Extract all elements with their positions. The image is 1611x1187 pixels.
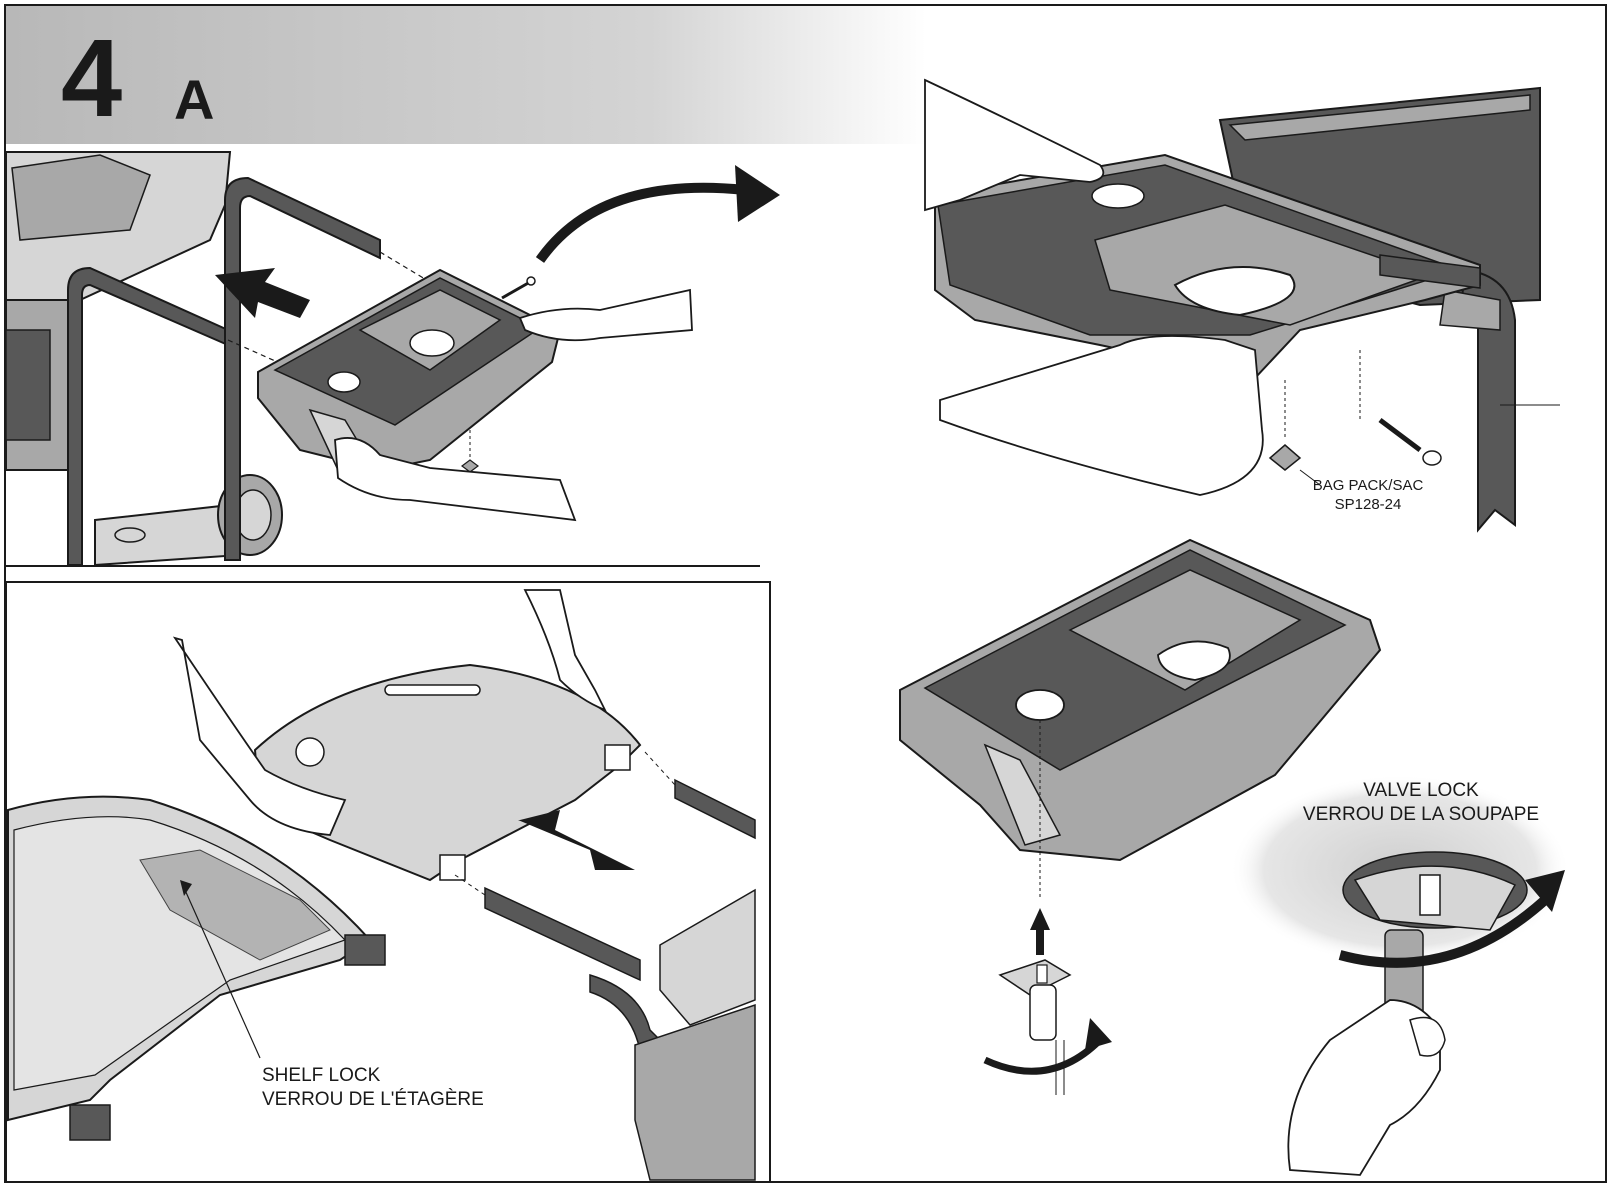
hand-valve — [1287, 999, 1441, 1176]
bolt-long — [1378, 418, 1422, 452]
panel-top-left — [5, 151, 780, 567]
up-arrow — [1030, 908, 1050, 955]
bag-pack-label: BAG PACK/SAC SP128-24 — [1293, 476, 1443, 514]
panel-bottom-left — [7, 589, 756, 1181]
hand-shelf-right — [523, 589, 607, 712]
shelf-lock-label: SHELF LOCK VERROU DE L'ÉTAGÈRE — [262, 1064, 484, 1112]
shelf-lock-leader — [184, 889, 261, 1059]
bag-pack-line1: BAG PACK/SAC — [1312, 477, 1424, 494]
wing-nut — [461, 459, 479, 473]
valve-small — [998, 959, 1072, 996]
panel-middle-right — [899, 538, 1382, 1095]
grill-corner — [659, 888, 756, 1026]
valve-lock-label: VALVE LOCK VERROU DE LA SOUPAPE — [1286, 779, 1556, 827]
hand-lower — [939, 335, 1264, 496]
hand-shelf-left — [172, 636, 347, 836]
shelf-lock-line2: VERROU DE L'ÉTAGÈRE — [262, 1089, 484, 1110]
valve-lock-line2: VERROU DE LA SOUPAPE — [1302, 804, 1540, 825]
push-arrow-left — [215, 268, 310, 318]
rail-top — [674, 778, 756, 840]
step-header-band — [6, 6, 926, 144]
side-frame-rear — [224, 176, 381, 561]
hand-right — [518, 288, 693, 342]
bag-pack-line2: SP128-24 — [1334, 496, 1402, 513]
shelf-removing — [253, 663, 642, 882]
panel-top-right — [924, 78, 1560, 533]
hand-left — [334, 437, 577, 522]
rotate-arrow — [535, 182, 746, 263]
pull-arrow — [518, 810, 635, 870]
valve-lock-detail — [1230, 775, 1570, 1176]
rail-bottom — [484, 886, 641, 982]
valve-lock-line1: VALVE LOCK — [1363, 780, 1479, 801]
rail-end-left — [69, 1104, 111, 1141]
hand-upper — [924, 78, 1105, 212]
shelf-lock-line1: SHELF LOCK — [262, 1065, 381, 1086]
rail-end-right — [344, 934, 386, 966]
wing-nut-large — [1268, 444, 1302, 471]
rotate-arrow-valve — [1338, 896, 1549, 968]
bolt — [501, 280, 531, 300]
panel-bottom-left-frame — [5, 581, 771, 1183]
